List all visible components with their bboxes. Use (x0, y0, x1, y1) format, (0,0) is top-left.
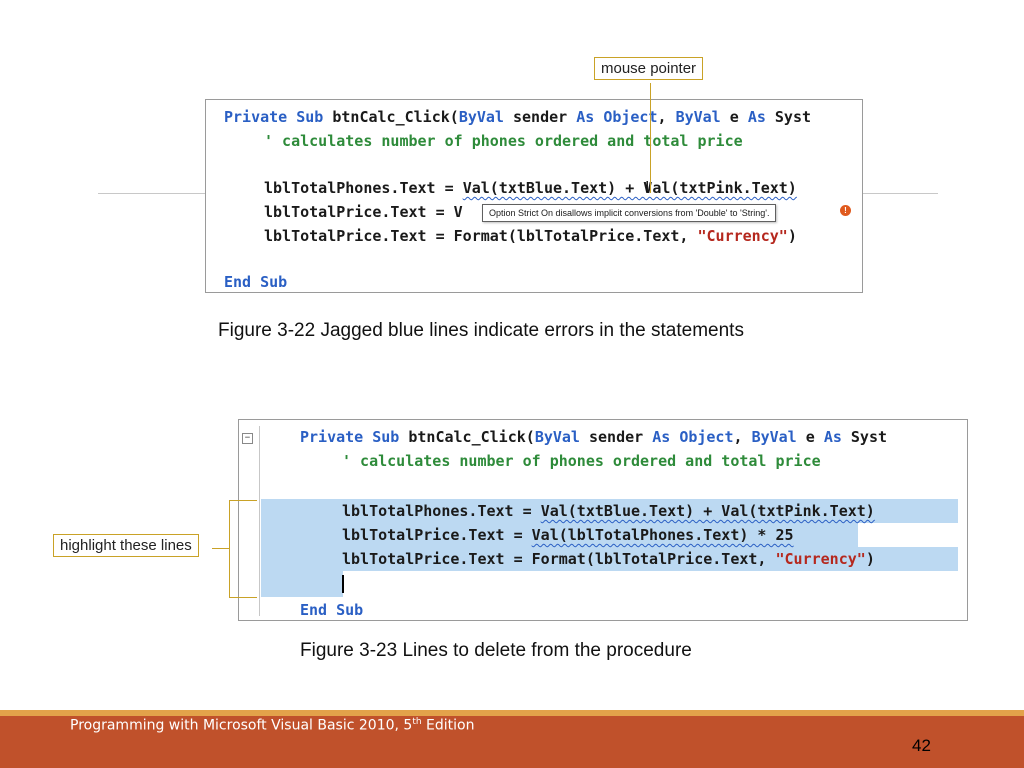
callout-bracket (229, 500, 230, 598)
punctuation: , (733, 428, 752, 446)
code-line-format-currency: lblTotalPrice.Text = Format(lblTotalPric… (264, 224, 797, 248)
identifier: Format(lblTotalPrice.Text, (531, 550, 776, 568)
identifier: btnCalc_Click( (332, 108, 459, 126)
editor-gutter (259, 426, 260, 616)
identifier: lblTotalPrice.Text = (342, 550, 532, 568)
identifier: btnCalc_Click( (408, 428, 535, 446)
punctuation: ) (787, 227, 797, 245)
identifier: e (729, 108, 748, 126)
punctuation: , (657, 108, 676, 126)
identifier: V (453, 203, 463, 221)
keyword: As (823, 428, 851, 446)
code-line-total-price: lblTotalPrice.Text = V (264, 200, 463, 224)
string-literal: "Currency" (697, 227, 788, 245)
callout-leader-line (212, 548, 230, 549)
punctuation: ) (865, 550, 875, 568)
footer-bar (0, 716, 1024, 768)
identifier: sender (513, 108, 577, 126)
keyword: ByVal (675, 108, 730, 126)
keyword: As (652, 428, 680, 446)
code-line-total-price: lblTotalPrice.Text = Val(lblTotalPhones.… (342, 523, 794, 547)
mouse-pointer-icon: I (645, 178, 650, 196)
footer-book-title: Programming with Microsoft Visual Basic … (70, 717, 474, 734)
identifier: lblTotalPrice.Text = (264, 227, 454, 245)
identifier: sender (589, 428, 653, 446)
code-line-end-sub: End Sub (224, 273, 288, 291)
identifier: lblTotalPhones.Text = (264, 179, 463, 197)
identifier: lblTotalPrice.Text = (342, 526, 532, 544)
identifier: Syst (774, 108, 812, 126)
keyword: Object (603, 108, 658, 126)
footer-title-superscript: th (412, 717, 422, 727)
identifier: lblTotalPhones.Text = (342, 502, 541, 520)
selection-highlight (261, 547, 958, 571)
code-line-sub-declaration: Private Sub btnCalc_Click(ByVal sender A… (224, 105, 811, 129)
page-number: 42 (912, 736, 931, 755)
keyword: As (576, 108, 604, 126)
callout-bracket (229, 500, 257, 501)
code-editor-figure-2: − Private Sub btnCalc_Click(ByVal sender… (238, 419, 968, 621)
identifier: lblTotalPrice.Text = (264, 203, 454, 221)
code-line-comment: ' calculates number of phones ordered an… (342, 452, 821, 470)
callout-highlight-lines: highlight these lines (53, 534, 199, 557)
collapse-icon[interactable]: − (242, 433, 253, 444)
code-line-sub-declaration: Private Sub btnCalc_Click(ByVal sender A… (300, 425, 887, 449)
keyword: ByVal (751, 428, 806, 446)
code-line-end-sub: End Sub (300, 601, 364, 619)
callout-leader-line (650, 83, 651, 193)
keyword: As (747, 108, 775, 126)
identifier: Format(lblTotalPrice.Text, (453, 227, 698, 245)
error-icon: ! (840, 205, 851, 216)
keyword: Object (679, 428, 734, 446)
identifier: e (805, 428, 824, 446)
selection-highlight (261, 523, 858, 547)
footer-title-text: Programming with Microsoft Visual Basic … (70, 717, 413, 734)
code-line-comment: ' calculates number of phones ordered an… (264, 132, 743, 150)
footer-title-edition: Edition (421, 717, 475, 734)
text-cursor (342, 575, 344, 593)
figure-2-caption: Figure 3-23 Lines to delete from the pro… (300, 640, 692, 661)
code-editor-figure-1: Private Sub btnCalc_Click(ByVal sender A… (205, 99, 863, 293)
selection-highlight (261, 571, 343, 597)
callout-mouse-pointer: mouse pointer (594, 57, 704, 80)
selection-highlight (261, 499, 958, 523)
figure-1-caption: Figure 3-22 Jagged blue lines indicate e… (218, 320, 744, 341)
code-line-total-phones: lblTotalPhones.Text = Val(txtBlue.Text) … (342, 499, 875, 523)
keyword: Private Sub (224, 108, 333, 126)
error-squiggle-text: Val(txtBlue.Text) + Val(txtPink.Text) (540, 502, 875, 520)
identifier: Syst (850, 428, 888, 446)
code-line-total-phones: lblTotalPhones.Text = Val(txtBlue.Text) … (264, 176, 797, 200)
error-tooltip: Option Strict On disallows implicit conv… (482, 204, 777, 222)
keyword: ByVal (458, 108, 513, 126)
error-squiggle-text: Val(txtBlue.Text) + Val(txtPink.Text) (462, 179, 797, 197)
footer-accent-band (0, 710, 1024, 716)
callout-bracket (229, 597, 257, 598)
keyword: Private Sub (300, 428, 409, 446)
code-line-format-currency: lblTotalPrice.Text = Format(lblTotalPric… (342, 547, 875, 571)
keyword: ByVal (534, 428, 589, 446)
error-squiggle-text: Val(lblTotalPhones.Text) * 25 (531, 526, 794, 544)
string-literal: "Currency" (775, 550, 866, 568)
